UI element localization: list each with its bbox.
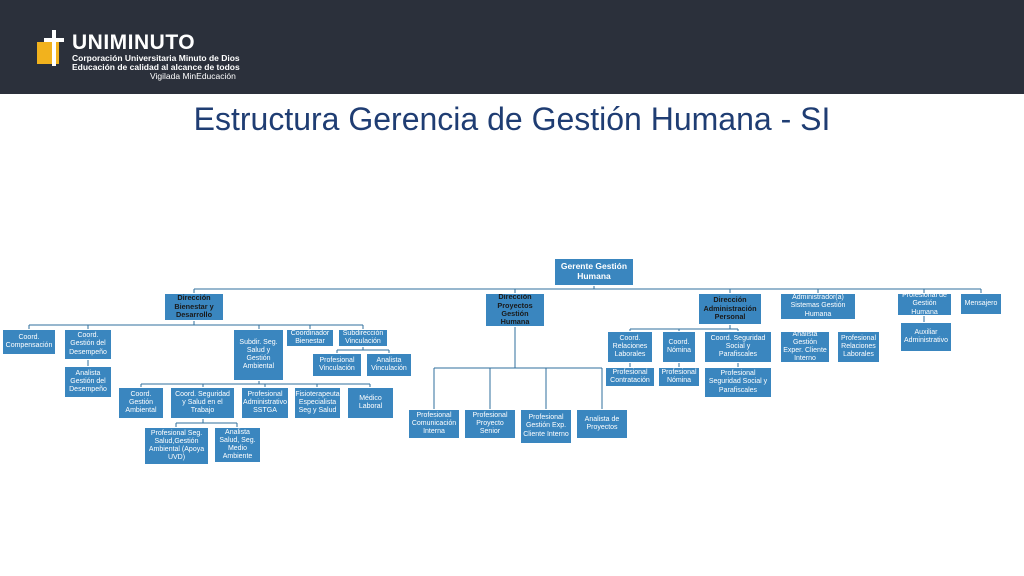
box-prof-sstga: Profesional Administrativo SSTGA	[241, 387, 289, 419]
box-coord-compensacion: Coord. Compensación	[2, 329, 56, 355]
box-prof-exp-cliente: Profesional Gestión Exp. Cliente Interno	[520, 409, 572, 444]
box-analista-exp: Analista Gestión Exper. Cliente Interno	[780, 331, 830, 363]
box-prof-contratacion: Profesional Contratación	[605, 367, 655, 387]
box-analista-seg: Analista Salud, Seg. Medio Ambiente	[214, 427, 261, 463]
box-auxiliar: Auxiliar Administrativo	[900, 322, 952, 352]
page-title: Estructura Gerencia de Gestión Humana - …	[193, 101, 831, 137]
logo-tagline-3: Vigilada MinEducación	[150, 71, 236, 81]
box-prof-gestion: Profesional de Gestión Humana	[897, 293, 952, 316]
box-prof-nomina: Profesional Nómina	[658, 367, 700, 387]
box-mensajero: Mensajero	[960, 293, 1002, 315]
box-coord-bienestar: Coordinador Bienestar	[286, 329, 334, 347]
box-prof-rel-laborales: Profesional Relaciones Laborales	[837, 331, 880, 363]
logo-tagline-2: Educación de calidad al alcance de todos	[72, 62, 240, 72]
logo-name: UNIMINUTO	[72, 31, 196, 54]
box-analista-desempeno: Analista Gestión del Desempeño	[64, 366, 112, 398]
box-coord-seg-trabajo: Coord. Seguridad y Salud en el Trabajo	[170, 387, 235, 419]
box-coord-seg-social: Coord. Seguridad Social y Parafiscales	[704, 331, 772, 363]
box-coord-nomina: Coord. Nómina	[662, 331, 696, 363]
box-medico: Médico Laboral	[347, 387, 394, 419]
box-coord-rel-laborales: Coord. Relaciones Laborales	[607, 331, 653, 363]
box-dir-admin: Dirección Administración Personal	[698, 293, 762, 325]
box-analista-proyectos: Analista de Proyectos	[576, 409, 628, 439]
box-coord-desempeno: Coord. Gestión del Desempeño	[64, 329, 112, 360]
box-dir-proyectos: Dirección Proyectos Gestión Humana	[485, 293, 545, 327]
box-coord-ambiental: Coord. Gestión Ambiental	[118, 387, 164, 419]
box-fisioterapeuta: Fisioterapeuta Especialista Seg y Salud	[294, 387, 341, 419]
box-dir-bienestar: Dirección Bienestar y Desarrollo	[164, 293, 224, 321]
box-subdir-seg: Subdir. Seg. Salud y Gestión Ambiental	[233, 329, 284, 381]
header-bar: UNIMINUTO Corporación Universitaria Minu…	[0, 0, 1024, 94]
logo-tagline-1: Corporación Universitaria Minuto de Dios	[72, 53, 240, 63]
box-prof-proyecto: Profesional Proyecto Senior	[464, 409, 516, 439]
box-gerente: Gerente Gestión Humana	[554, 258, 634, 286]
uniminuto-logo-icon	[37, 30, 64, 66]
box-admin-sistemas: Administrador(a) Sistemas Gestión Humana	[780, 293, 856, 320]
box-prof-seg-salud: Profesional Seg. Salud,Gestión Ambiental…	[144, 427, 209, 465]
box-prof-comunicacion: Profesional Comunicación Interna	[408, 409, 460, 439]
box-subdir-vinculacion: Subdirección Vinculación	[338, 329, 388, 347]
box-analista-vinculacion: Analista Vinculación	[366, 353, 412, 377]
box-prof-vinculacion: Profesional Vinculación	[312, 353, 362, 377]
box-prof-seg-social: Profesional Seguridad Social y Parafisca…	[704, 367, 772, 398]
